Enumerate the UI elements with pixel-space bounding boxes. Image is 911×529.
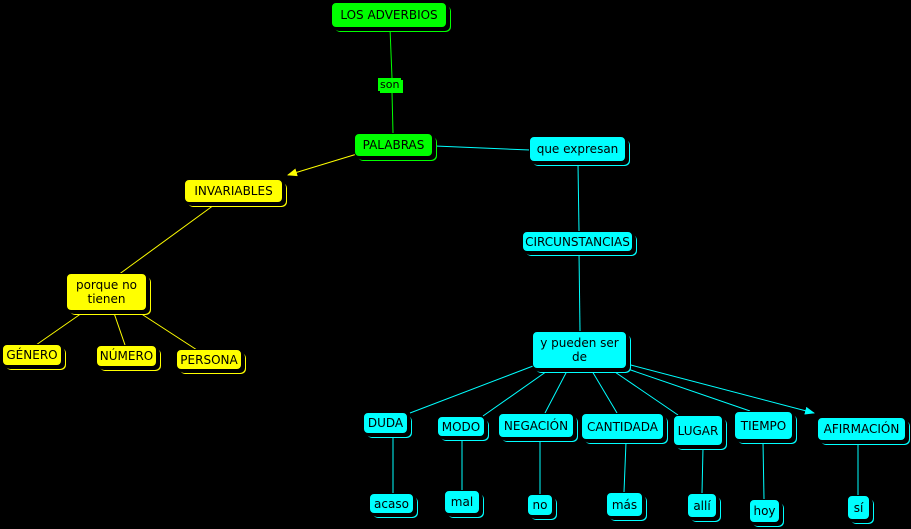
link-cantidad-mas <box>623 441 627 493</box>
node-label: PERSONA <box>180 352 238 367</box>
node-label: NEGACIÓN <box>503 418 569 433</box>
node-label: mal <box>450 495 474 509</box>
link-pueden-modo <box>482 368 551 417</box>
node-y-pueden-ser-de[interactable]: y pueden ser de <box>532 331 627 369</box>
link-pueden-duda <box>409 365 534 414</box>
node-alli[interactable]: allí <box>687 493 717 518</box>
node-mal[interactable]: mal <box>444 490 480 514</box>
link-pueden-afirmacion <box>626 363 815 415</box>
node-invariables[interactable]: INVARIABLES <box>184 179 283 203</box>
node-label: NÚMERO <box>99 349 154 363</box>
node-label: AFIRMACIÓN <box>823 422 900 436</box>
link-porque-numero <box>113 312 126 346</box>
link-queexpresan-circunstancias <box>577 163 580 232</box>
node-modo[interactable]: MODO <box>437 416 485 437</box>
link-pueden-tiempo <box>621 366 751 412</box>
node-label: GÉNERO <box>6 348 58 362</box>
node-label: LOS ADVERBIOS <box>340 8 438 22</box>
node-negacion[interactable]: NEGACIÓN <box>498 413 574 438</box>
node-no[interactable]: no <box>527 494 553 516</box>
node-porque-no-tienen[interactable]: porque no tienen <box>66 273 147 311</box>
node-genero[interactable]: GÉNERO <box>2 344 62 366</box>
link-pueden-cantidad <box>591 370 618 414</box>
link-lugar-alli <box>701 447 704 494</box>
node-afirmacion[interactable]: AFIRMACIÓN <box>817 417 906 441</box>
node-label: CANTIDADA <box>587 419 658 434</box>
node-que-expresan[interactable]: que expresan <box>529 136 626 162</box>
node-circunstancias[interactable]: CIRCUNSTANCIAS <box>522 231 633 252</box>
link-adverbios-son <box>389 27 393 79</box>
node-label: DUDA <box>367 416 404 430</box>
node-los-adverbios[interactable]: LOS ADVERBIOS <box>331 2 447 28</box>
link-circunstancias-pueden <box>578 251 581 332</box>
node-label: allí <box>693 498 711 513</box>
node-label: INVARIABLES <box>194 184 273 198</box>
node-label: más <box>611 497 638 512</box>
node-label: TIEMPO <box>740 418 787 433</box>
node-label: no <box>532 498 548 512</box>
node-si[interactable]: sí <box>847 495 870 520</box>
node-label: hoy <box>753 504 776 518</box>
node-persona[interactable]: PERSONA <box>176 349 242 370</box>
node-label: CIRCUNSTANCIAS <box>525 234 630 249</box>
link-tiempo-hoy <box>762 441 765 500</box>
link-porque-genero <box>35 312 83 346</box>
node-label: acaso <box>374 496 409 511</box>
node-label-line-2: tienen <box>87 292 126 306</box>
link-palabras-invariables <box>287 153 358 177</box>
linking-phrase-son[interactable]: son <box>378 78 402 91</box>
node-acaso[interactable]: acaso <box>369 493 414 514</box>
node-label-line-1: porque no <box>75 278 138 292</box>
node-hoy[interactable]: hoy <box>749 499 780 523</box>
node-label-line-1: y pueden ser <box>540 336 619 350</box>
node-label-line-2: de <box>572 350 587 364</box>
node-duda[interactable]: DUDA <box>363 412 408 434</box>
node-cantidad[interactable]: CANTIDADA <box>581 413 664 440</box>
node-label: PALABRAS <box>362 138 425 152</box>
node-mas[interactable]: más <box>606 492 643 517</box>
link-porque-persona <box>139 312 198 351</box>
node-label: LUGAR <box>677 423 719 438</box>
link-son-palabras <box>391 91 394 134</box>
node-label: MODO <box>441 419 481 434</box>
node-palabras[interactable]: PALABRAS <box>354 133 433 157</box>
link-pueden-lugar <box>611 369 679 416</box>
node-numero[interactable]: NÚMERO <box>96 345 157 367</box>
node-label: que expresan <box>536 142 619 156</box>
node-tiempo[interactable]: TIEMPO <box>734 411 793 440</box>
link-pueden-negacion <box>544 370 568 414</box>
link-palabras-queexpresan <box>434 145 531 151</box>
node-lugar[interactable]: LUGAR <box>673 415 723 446</box>
node-label: sí <box>853 500 864 515</box>
link-invariables-porque <box>117 204 215 276</box>
